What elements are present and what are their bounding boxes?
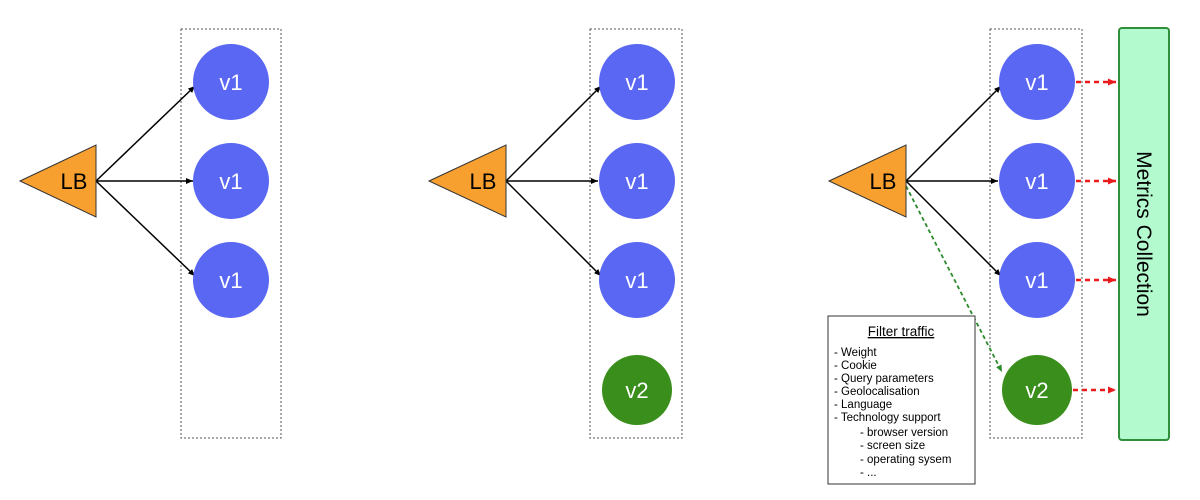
traffic-arrow bbox=[905, 85, 1002, 182]
panel-2: LB v1 v1 v1 v2 bbox=[427, 28, 683, 439]
filter-traffic-title: Filter traffic bbox=[868, 324, 935, 339]
instance-circle bbox=[599, 242, 675, 318]
filter-item: - Language bbox=[834, 399, 892, 411]
instance-node: v1 bbox=[193, 143, 269, 219]
filter-item: - Cookie bbox=[834, 360, 877, 372]
instance-version-label: v1 bbox=[1025, 70, 1048, 95]
load-balancer-triangle bbox=[827, 144, 907, 218]
load-balancer-triangle bbox=[18, 144, 97, 218]
instance-node: v1 bbox=[193, 44, 269, 120]
instance-version-label: v2 bbox=[1025, 378, 1048, 403]
panel-1: LB v1 v1 v1 bbox=[18, 28, 282, 439]
instance-version-label: v1 bbox=[1025, 268, 1048, 293]
metrics-collection-box bbox=[1118, 27, 1170, 441]
instance-version-label: v1 bbox=[219, 70, 242, 95]
panel-3: LB v1 v1 v1 v2 Metrics Collection bbox=[827, 27, 1170, 485]
traffic-arrow bbox=[505, 180, 602, 277]
load-balancer: LB bbox=[427, 144, 507, 218]
instance-node: v1 bbox=[999, 143, 1075, 219]
instance-circle bbox=[599, 143, 675, 219]
traffic-arrow bbox=[95, 85, 196, 182]
filter-traffic-frame bbox=[827, 315, 976, 485]
metrics-collection-label: Metrics Collection bbox=[1132, 151, 1155, 317]
load-balancer: LB bbox=[18, 144, 97, 218]
filter-item: - Geolocalisation bbox=[834, 386, 920, 398]
instance-group-box bbox=[989, 28, 1083, 439]
instance-version-label: v1 bbox=[219, 169, 242, 194]
instance-node: v1 bbox=[999, 242, 1075, 318]
instance-node: v2 bbox=[602, 355, 672, 425]
instance-version-label: v1 bbox=[625, 268, 648, 293]
load-balancer-label: LB bbox=[61, 169, 88, 194]
traffic-arrow bbox=[905, 180, 1002, 277]
filter-sub-item: - ... bbox=[860, 467, 877, 479]
instance-version-label: v1 bbox=[625, 70, 648, 95]
load-balancer-label: LB bbox=[470, 169, 497, 194]
load-balancer-triangle bbox=[427, 144, 507, 218]
filter-sub-item: - operating sysem bbox=[860, 454, 951, 466]
traffic-arrow bbox=[95, 180, 196, 277]
instance-node: v1 bbox=[193, 242, 269, 318]
filter-sub-item: - browser version bbox=[860, 427, 948, 439]
instance-circle bbox=[999, 44, 1075, 120]
instance-circle bbox=[193, 242, 269, 318]
metrics-collection: Metrics Collection bbox=[1118, 27, 1170, 441]
instance-node: v1 bbox=[599, 143, 675, 219]
instance-node: v1 bbox=[599, 44, 675, 120]
instance-circle bbox=[1002, 355, 1072, 425]
filter-traffic-box: Filter traffic - Weight - Cookie - Query… bbox=[827, 315, 976, 485]
instance-node: v2 bbox=[1002, 355, 1072, 425]
instance-circle bbox=[999, 143, 1075, 219]
instance-version-label: v2 bbox=[625, 378, 648, 403]
traffic-arrow bbox=[505, 85, 602, 182]
instance-circle bbox=[193, 143, 269, 219]
instance-version-label: v1 bbox=[625, 169, 648, 194]
filter-sub-item: - screen size bbox=[860, 440, 925, 452]
instance-node: v1 bbox=[999, 44, 1075, 120]
instance-version-label: v1 bbox=[1025, 169, 1048, 194]
load-balancer-label: LB bbox=[870, 169, 897, 194]
load-balancer: LB bbox=[827, 144, 907, 218]
filter-item: - Technology support bbox=[834, 412, 941, 424]
instance-circle bbox=[999, 242, 1075, 318]
filter-item: - Query parameters bbox=[834, 373, 934, 385]
instance-circle bbox=[602, 355, 672, 425]
instance-group-box bbox=[589, 28, 683, 439]
instance-circle bbox=[599, 44, 675, 120]
instance-group-box bbox=[180, 28, 282, 439]
filter-item: - Weight bbox=[834, 347, 877, 359]
instance-version-label: v1 bbox=[219, 268, 242, 293]
instance-node: v1 bbox=[599, 242, 675, 318]
instance-circle bbox=[193, 44, 269, 120]
